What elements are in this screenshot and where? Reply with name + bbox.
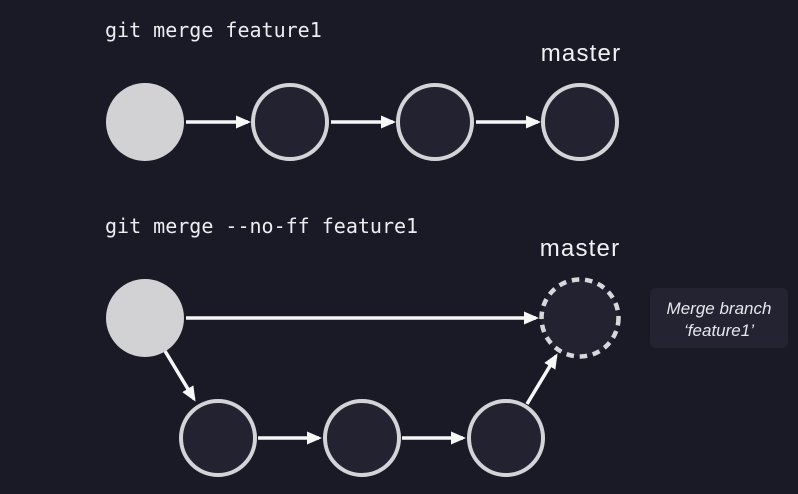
feature-commit-node [467, 399, 545, 477]
command-text-fast-forward: git merge feature1 [105, 18, 322, 42]
merge-commit-node-dashed [539, 277, 621, 359]
merge-annotation-line2: ‘feature1’ [684, 321, 754, 340]
branch-merge-arrow [525, 353, 558, 405]
feature-commit-node [179, 399, 257, 477]
no-fast-forward-section: git merge --no-ff feature1 master Merge … [105, 214, 788, 477]
fast-forward-section: git merge feature1 master [105, 18, 622, 161]
commit-node [251, 83, 329, 161]
merge-annotation: Merge branch ‘feature1’ [650, 288, 788, 348]
branch-label-master-top: master [541, 40, 622, 67]
command-text-no-ff: git merge --no-ff feature1 [105, 214, 418, 238]
commit-node-head [106, 83, 184, 161]
merge-annotation-box [650, 288, 788, 348]
feature-commit-node [323, 399, 401, 477]
branch-out-arrow [163, 350, 196, 402]
commit-node-master [541, 83, 619, 161]
branch-label-master-bottom: master [540, 235, 621, 262]
merge-annotation-line1: Merge branch [667, 299, 772, 318]
commit-node-head [106, 279, 184, 357]
commit-node [396, 83, 474, 161]
